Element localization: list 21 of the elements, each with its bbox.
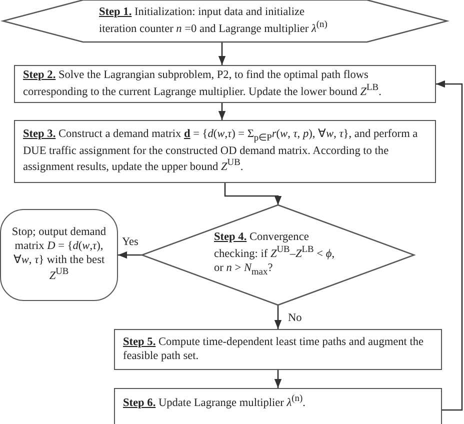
terminal-box [0, 209, 118, 301]
arrow [436, 80, 463, 411]
arrow [224, 183, 282, 205]
step-text: Step 2. Solve the Lagrangian subproblem, P2, to find the optimal path flows corresponding to the current Lagrange multiplier. Update the lower bound Z$^{LB}$. [23, 68, 382, 100]
step-text: Step 4. Convergence checking: if Z$^{UB}$–Z$^{LB}$ < ϕ, or n > N$_{max}$? [214, 231, 336, 279]
arrow [218, 103, 226, 120]
edge-label: No [288, 312, 302, 324]
arrow [274, 305, 282, 329]
process-box [114, 329, 442, 370]
edge-label: Yes [122, 236, 138, 248]
step-text: Step 6. Update Lagrange multiplier λ$^{(n)}$. [123, 394, 306, 411]
step-text: Step 3. Construct a demand matrix d = {d(w,τ) = Σ$_{p∈P}$r(w, τ, p), ∀w, τ}, and perform a DUE traffic assignment for the constructed OD demand matrix. According to the assignment results, update the upper bound Z$^{UB}$. [23, 128, 419, 176]
step-text: Stop; output demand matrix D = {d(w,τ), ∀w, τ} with the best Z$^{UB}$ [10, 226, 108, 284]
process-box [114, 388, 442, 424]
process-box [14, 120, 436, 183]
arrow [218, 42, 226, 65]
process-box [14, 65, 436, 103]
arrow [274, 370, 282, 388]
step-text: Step 5. Compute time-dependent least time paths and augment the feasible path set. [123, 336, 425, 364]
step-text: Step 1. Initialization: input data and initialize iteration counter n =0 and Lagrange multiplier λ$^{(n)}$ [99, 6, 328, 36]
arrow [118, 251, 142, 259]
